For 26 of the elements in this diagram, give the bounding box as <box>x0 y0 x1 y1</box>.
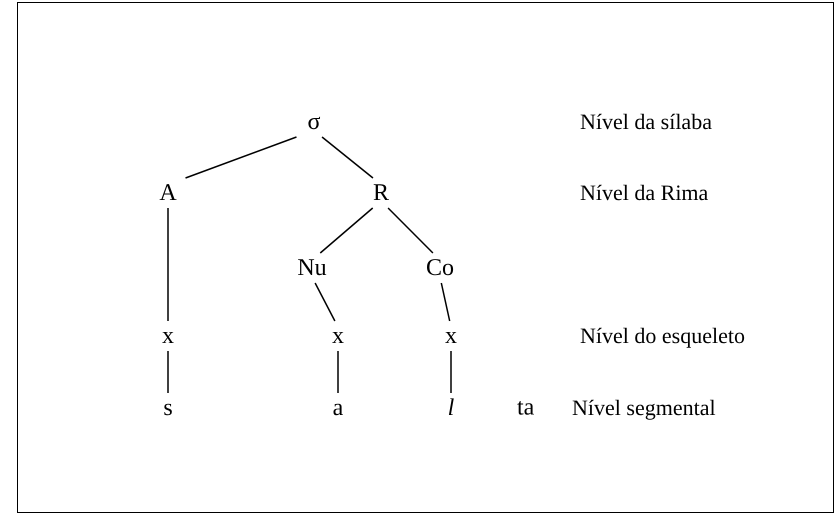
tree-node-label: a <box>328 393 348 423</box>
tree-branch-line <box>314 282 336 322</box>
tree-node-label: s <box>159 393 177 423</box>
tree-branch-line <box>440 282 450 322</box>
tree-node-label: x <box>441 321 461 351</box>
tree-node-label: Co <box>422 253 458 283</box>
level-label: Nível do esqueleto <box>580 323 745 349</box>
tree-node-label: x <box>158 321 178 351</box>
tree-branch-line <box>185 136 297 179</box>
tree-node-label: σ <box>304 107 324 137</box>
tree-node-label: R <box>369 178 393 208</box>
tree-branch-line <box>167 208 169 321</box>
tree-branch-line <box>167 351 169 393</box>
tree-node-label: x <box>328 321 348 351</box>
level-label: Nível da Rima <box>580 180 708 206</box>
tree-node-label: l <box>444 393 458 423</box>
tree-node-label: A <box>155 178 181 208</box>
level-label: Nível segmental <box>572 395 716 421</box>
tree-branch-line <box>337 351 339 393</box>
tree-node-label: Nu <box>293 253 331 283</box>
tree-branch-line <box>322 136 374 179</box>
level-label: Nível da sílaba <box>580 109 712 135</box>
tree-branch-line <box>388 207 434 254</box>
tree-branch-line <box>320 207 374 254</box>
tree-branch-line <box>450 351 452 393</box>
level-label: ta <box>517 394 534 422</box>
